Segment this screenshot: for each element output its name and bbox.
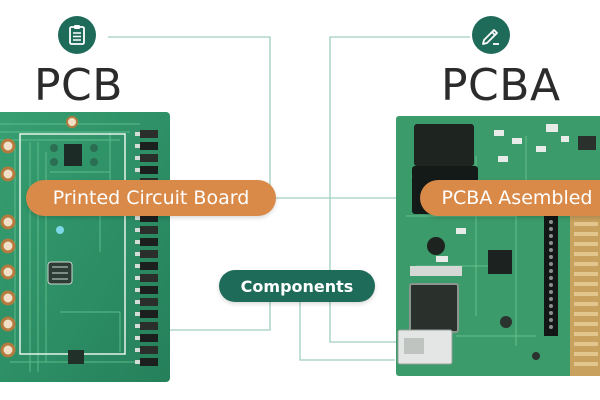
pin-strip — [574, 282, 598, 286]
pin-hole — [549, 255, 553, 259]
header-pin-lead — [135, 240, 140, 244]
pin-hole — [549, 220, 553, 224]
pin-strip — [574, 322, 598, 326]
header-pin-lead — [135, 144, 140, 148]
pcb-title: PCB — [34, 60, 123, 111]
header-pin-lead — [135, 252, 140, 256]
header-pin — [140, 166, 158, 174]
header-pin-lead — [135, 168, 140, 172]
pin-hole — [549, 241, 553, 245]
pin-strip — [574, 252, 598, 256]
connector-pcba-icon-line — [329, 36, 470, 343]
header-pin — [140, 310, 158, 318]
header-pin — [140, 274, 158, 282]
pin-hole — [549, 311, 553, 315]
pin-strip — [574, 312, 598, 316]
header-pin — [140, 298, 158, 306]
header-pin — [140, 262, 158, 270]
header-pin-lead — [135, 288, 140, 292]
header-pin-lead — [135, 132, 140, 136]
header-pin — [140, 154, 158, 162]
pin-hole — [549, 297, 553, 301]
pin-strip — [574, 242, 598, 246]
header-pin-lead — [135, 156, 140, 160]
pin-hole — [549, 276, 553, 280]
pin-hole — [549, 290, 553, 294]
pin-strip — [574, 222, 598, 226]
pin-hole — [549, 262, 553, 266]
pcb-board-image — [0, 112, 170, 382]
pin-hole — [549, 269, 553, 273]
header-pin — [140, 130, 158, 138]
header-pin — [140, 250, 158, 258]
pin-hole — [549, 318, 553, 322]
pin-hole — [549, 304, 553, 308]
connector-pcb-icon-line — [108, 36, 271, 198]
pin-strip — [574, 272, 598, 276]
header-pin-lead — [135, 360, 140, 364]
header-pin — [140, 346, 158, 354]
header-pin-lead — [135, 216, 140, 220]
connector-components-left-line — [170, 290, 271, 331]
pin-strip — [574, 262, 598, 266]
pin-strip — [574, 332, 598, 336]
header-pin — [140, 142, 158, 150]
header-pin — [140, 286, 158, 294]
pin-strip — [574, 302, 598, 306]
header-pin-lead — [135, 324, 140, 328]
connector-components-down-line — [299, 290, 395, 361]
pin-strip — [574, 292, 598, 296]
header-pin-lead — [135, 264, 140, 268]
pcba-assembled-label: PCBA Asembled — [420, 180, 600, 216]
printed-circuit-board-label: Printed Circuit Board — [26, 180, 276, 216]
header-pin-lead — [135, 312, 140, 316]
pin-strip — [574, 232, 598, 236]
pin-strip — [574, 352, 598, 356]
components-label: Components — [219, 270, 375, 302]
pin-hole — [549, 283, 553, 287]
clipboard-icon — [58, 16, 96, 54]
header-pin-lead — [135, 228, 140, 232]
pcba-title: PCBA — [441, 60, 561, 111]
pin-strip — [574, 362, 598, 366]
header-pin — [140, 226, 158, 234]
pin-hole — [549, 227, 553, 231]
header-pin-lead — [135, 276, 140, 280]
pcba-board-image — [396, 116, 600, 376]
header-pin-lead — [135, 348, 140, 352]
pin-hole — [549, 234, 553, 238]
pen-edit-icon — [472, 16, 510, 54]
header-pin — [140, 238, 158, 246]
pin-strip — [574, 342, 598, 346]
header-pin — [140, 334, 158, 342]
header-pin-lead — [135, 300, 140, 304]
header-pin-lead — [135, 336, 140, 340]
pin-hole — [549, 248, 553, 252]
header-pin — [140, 358, 158, 366]
pin-hole — [549, 325, 553, 329]
header-pin — [140, 214, 158, 222]
header-pin — [140, 322, 158, 330]
